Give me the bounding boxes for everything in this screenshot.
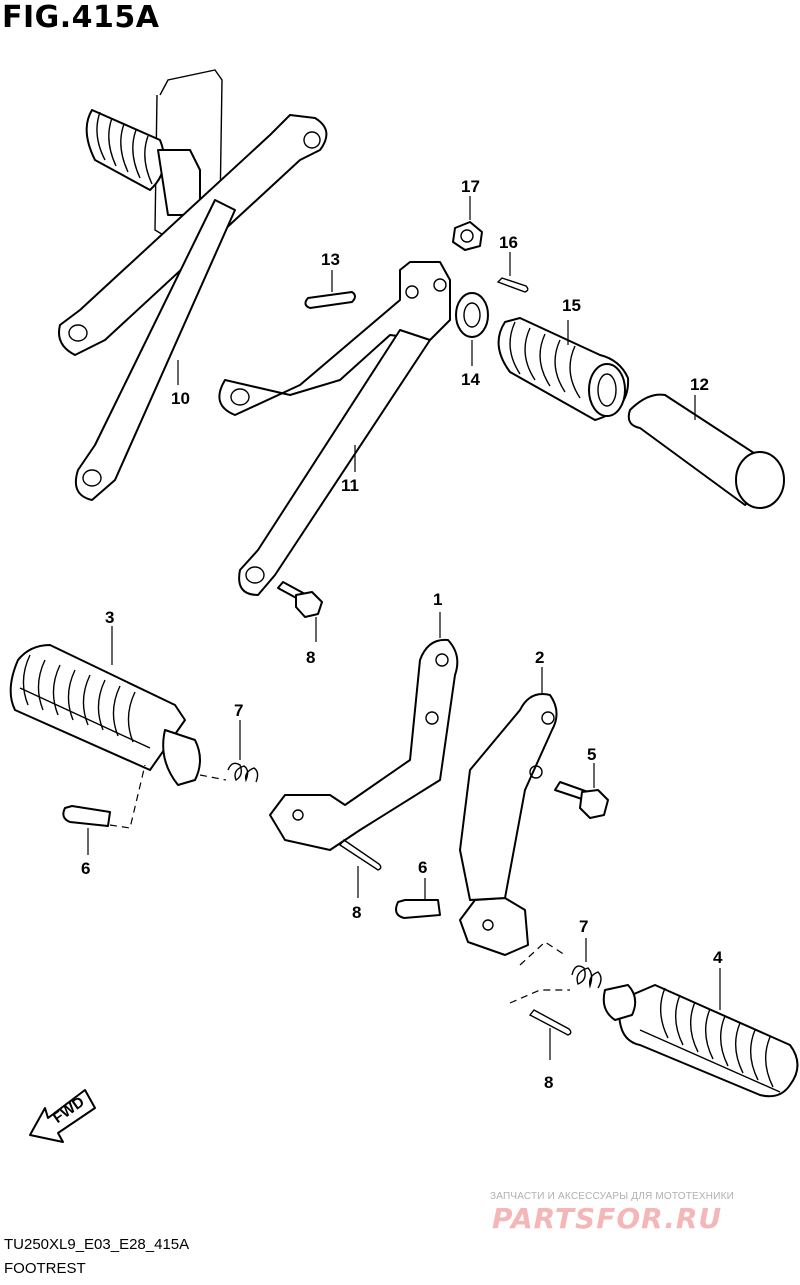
callout-14: 14 xyxy=(461,370,480,389)
callout-6-right: 6 xyxy=(418,858,427,877)
part-5-bolt xyxy=(554,763,609,819)
callout-17: 17 xyxy=(461,177,480,196)
part-13-grip-rubber xyxy=(497,317,630,421)
callout-15: 13 xyxy=(321,250,340,269)
callout-16: 16 xyxy=(499,233,518,252)
callout-10: 11 xyxy=(341,476,359,495)
part-17-nut xyxy=(452,196,483,251)
part-12-peg-shaft xyxy=(627,393,785,509)
part-10-bracket xyxy=(218,261,451,596)
fwd-arrow: FWD xyxy=(29,1089,96,1143)
section-name: FOOTREST xyxy=(4,1260,86,1277)
callout-3: 3 xyxy=(105,608,114,627)
callout-4: 4 xyxy=(713,948,723,967)
part-8-cotter-center xyxy=(338,839,382,898)
callout-11: 8 xyxy=(306,648,315,667)
lower-bracket-arm-shape xyxy=(238,329,431,596)
callout-2: 2 xyxy=(535,648,544,667)
part-3-footrest-left xyxy=(9,626,201,786)
figure-title: FIG.415A xyxy=(2,0,160,35)
part-1-bracket xyxy=(269,612,459,851)
callout-5: 5 xyxy=(587,745,596,764)
part-7-spring-right xyxy=(509,938,602,1004)
callout-6-left: 6 xyxy=(81,859,90,878)
part-16-cotter-pin xyxy=(496,252,529,293)
upper-arm-shape xyxy=(58,114,328,356)
callout-7-right: 7 xyxy=(579,917,588,936)
part-15-pin xyxy=(304,270,356,309)
watermark-subtitle: ЗАПЧАСТИ И АКСЕССУАРЫ ДЛЯ МОТОТЕХНИКИ xyxy=(490,1191,735,1202)
model-code: TU250XL9_E03_E28_415A xyxy=(4,1236,190,1253)
part-4-footrest-right xyxy=(602,968,799,1098)
watermark-logo: PARTSFOR.RU xyxy=(492,1202,723,1235)
bracket-grip-shape xyxy=(85,109,166,191)
part-11-bolt xyxy=(277,581,323,642)
part-6-pin-right xyxy=(395,878,441,919)
callout-8-center: 8 xyxy=(352,903,361,922)
part-2-bracket xyxy=(459,667,558,956)
callout-12: 12 xyxy=(690,375,709,394)
callout-9: 10 xyxy=(171,389,190,408)
part-7-spring-left xyxy=(199,720,259,783)
callout-8-right: 8 xyxy=(544,1073,553,1092)
part-6-pin-left xyxy=(62,764,146,855)
part-8-cotter-right xyxy=(528,1009,572,1060)
callout-13: 15 xyxy=(562,296,581,315)
part-9-rear-bracket xyxy=(58,69,328,501)
lower-arm-shape xyxy=(74,199,236,501)
bracket-mount-shape xyxy=(157,149,201,216)
callout-7-left: 7 xyxy=(234,701,243,720)
part-14-washer xyxy=(455,292,489,366)
callout-1: 1 xyxy=(433,590,442,609)
